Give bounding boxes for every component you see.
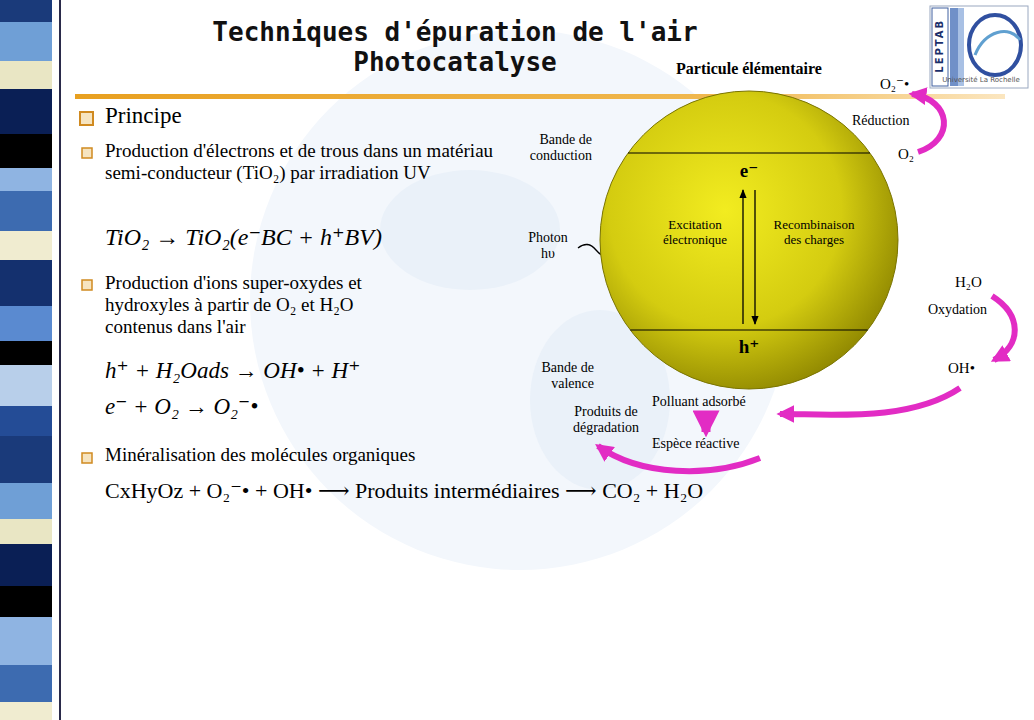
stripe <box>0 586 52 617</box>
species-label: OH• <box>948 360 975 377</box>
bullet-text: Production d'ions super-oxydes et hydrox… <box>105 272 405 338</box>
logo-swirl <box>975 32 1020 55</box>
logo-caption: Université La Rochelle <box>934 76 1028 84</box>
stripe <box>0 231 52 260</box>
bullet-square <box>82 148 92 158</box>
stripe <box>0 168 52 191</box>
title-rule <box>75 94 1005 99</box>
equation: h⁺ + H₂Oads → OH• + H⁺ <box>105 358 360 384</box>
bullet-text: Minéralisation des molécules organiques <box>105 444 415 466</box>
particle-text: h⁺ <box>736 336 762 358</box>
logo-text: LEPTAB <box>934 6 946 86</box>
bullet-square <box>82 280 92 290</box>
particle-text: e⁻ <box>736 160 762 182</box>
stripe <box>0 0 52 22</box>
stripe-bar <box>0 0 52 720</box>
stripe <box>0 341 52 365</box>
species-label: O₂⁻• <box>880 76 909 93</box>
particle-circle: Particule élémentairee⁻Excitation électr… <box>598 90 900 390</box>
band-label: Bande de valence <box>514 360 594 392</box>
logo-stripe <box>958 8 964 86</box>
process-label: Produits de dégradation <box>562 404 650 436</box>
stripe <box>0 702 52 720</box>
stripe <box>0 483 52 519</box>
reaction-label: Réduction <box>852 113 910 129</box>
stripe <box>0 519 52 544</box>
stripe <box>0 89 52 134</box>
radical-arrow <box>780 388 960 415</box>
process-label: Polluant adsorbé <box>652 394 746 410</box>
equation: e⁻ + O₂ → O₂⁻• <box>105 394 258 420</box>
logo-frame <box>930 6 1028 88</box>
section-heading: Principe <box>105 103 182 129</box>
particle-heading: Particule élémentaire <box>578 60 920 78</box>
stripe <box>0 134 52 168</box>
process-label: Espèce réactive <box>652 436 739 452</box>
stripe <box>0 406 52 436</box>
logo-stripe <box>950 8 958 86</box>
stripe <box>0 365 52 406</box>
stripe <box>0 260 52 306</box>
particle-text: Excitation électronique <box>654 218 736 248</box>
bar-edge <box>59 0 61 720</box>
bullet-square <box>82 453 92 463</box>
slide-title: Techniques d'épuration de l'air Photocat… <box>175 18 735 78</box>
stripe <box>0 665 52 702</box>
equation: CxHyOz + O₂⁻• + OH• ⟶ Produits intermédi… <box>105 478 703 503</box>
reduction-arrow <box>912 94 944 152</box>
oxidation-arrow <box>992 296 1015 360</box>
equation: TiO₂ → TiO₂(e⁻BC + h⁺BV) <box>105 224 382 252</box>
stripe <box>0 61 52 89</box>
band-label: Bande de conduction <box>508 132 592 164</box>
stripe <box>0 191 52 231</box>
stripe <box>0 306 52 341</box>
species-label: O₂ <box>898 146 914 163</box>
bullet-text: Production d'électrons et de trous dans … <box>105 140 495 184</box>
adsorption-arrow <box>702 414 711 432</box>
particle-text: Recombinaison des charges <box>764 218 864 248</box>
photon-label: Photon hυ <box>522 230 574 262</box>
stripe <box>0 617 52 665</box>
reaction-label: Oxydation <box>928 302 987 318</box>
stripe <box>0 22 52 61</box>
bullet-square <box>80 112 93 125</box>
stripe <box>0 544 52 586</box>
stripe <box>0 436 52 483</box>
logo-swirl <box>969 15 1021 75</box>
species-label: H₂O <box>955 274 982 291</box>
